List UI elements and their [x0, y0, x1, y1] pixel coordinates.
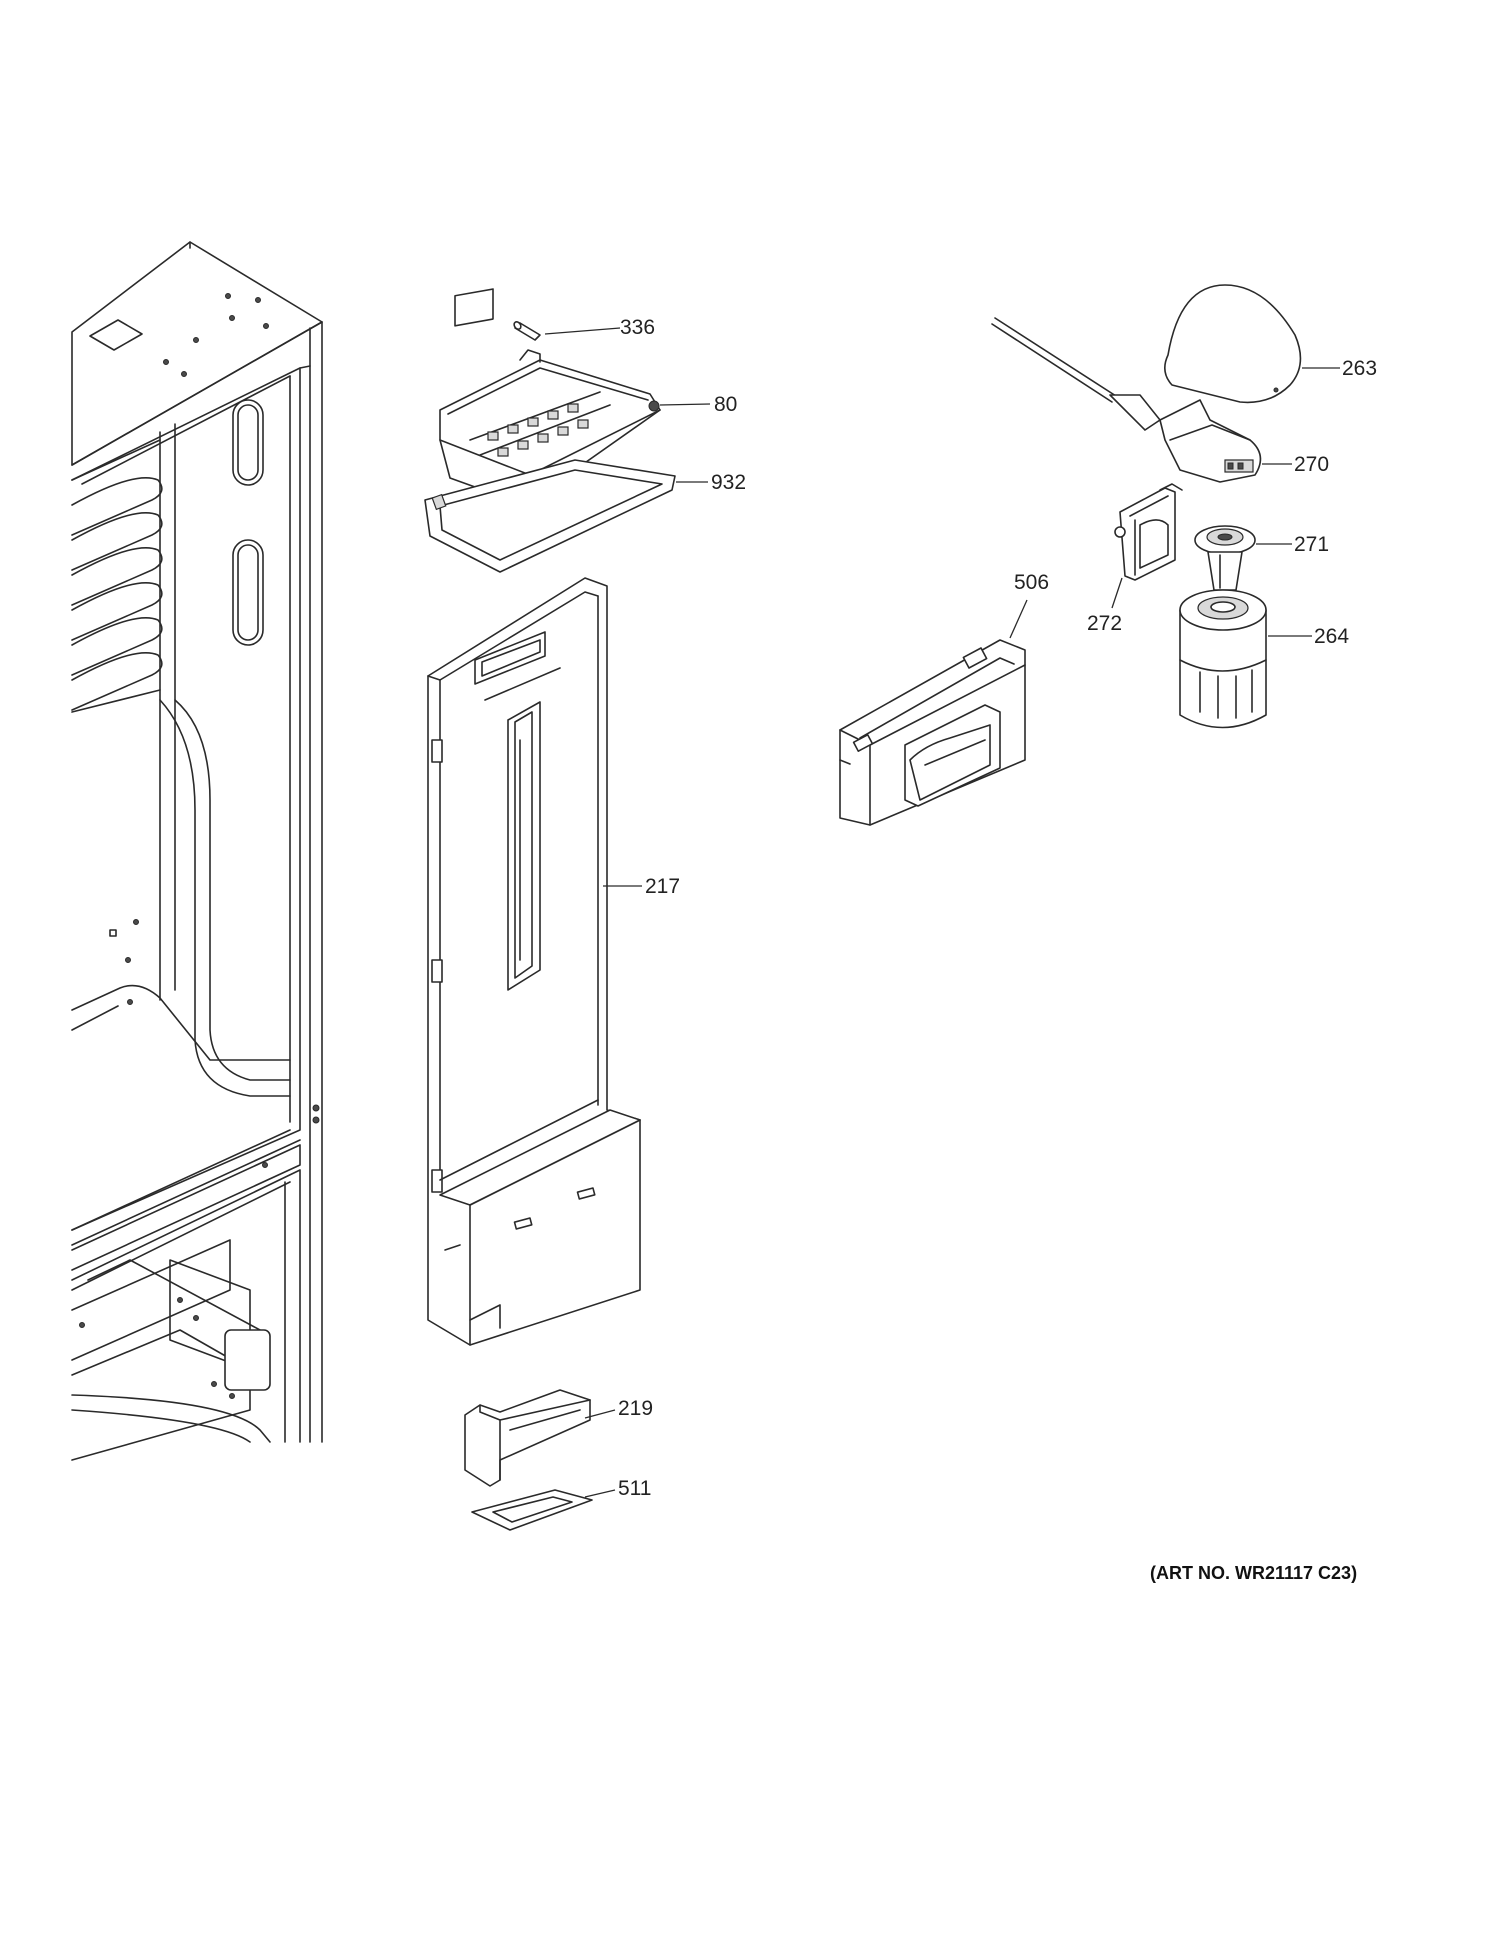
part-336-pin	[513, 320, 541, 341]
callout-270: 270	[1294, 453, 1330, 476]
callout-271: 271	[1294, 533, 1330, 556]
leader-336	[544, 327, 621, 335]
art-number: (ART NO. WR21117 C23)	[1150, 1563, 1358, 1583]
refrigerator-cabinet	[71, 241, 323, 1461]
part-264-filter	[1179, 589, 1267, 729]
leader-219	[584, 1409, 616, 1419]
part-271-valve	[1194, 525, 1256, 591]
part-270-filter-head	[1109, 394, 1262, 483]
callout-217: 217	[645, 875, 681, 898]
callout-932: 932	[711, 471, 747, 494]
callout-336: 336	[620, 316, 656, 339]
callout-506: 506	[1014, 571, 1050, 594]
callout-511: 511	[618, 1477, 652, 1500]
callout-272: 272	[1087, 612, 1123, 635]
leader-506	[1009, 599, 1028, 639]
coil-rungs	[71, 439, 163, 713]
part-506-housing	[839, 639, 1026, 826]
part-932-gasket	[424, 459, 676, 573]
part-263-cover	[1164, 284, 1302, 404]
leader-80	[659, 403, 711, 406]
callout-264: 264	[1314, 625, 1350, 648]
callout-219: 219	[618, 1397, 654, 1420]
water-tube	[991, 317, 1117, 403]
callout-80: 80	[714, 393, 738, 416]
leader-511	[584, 1489, 616, 1498]
leader-272	[1111, 577, 1123, 609]
part-80-housing	[439, 288, 661, 506]
part-219-duct	[464, 1389, 591, 1487]
callout-263: 263	[1342, 357, 1378, 380]
part-511-pad	[471, 1489, 593, 1531]
part-272-bracket	[1114, 483, 1183, 581]
part-217-cover	[427, 577, 641, 1346]
